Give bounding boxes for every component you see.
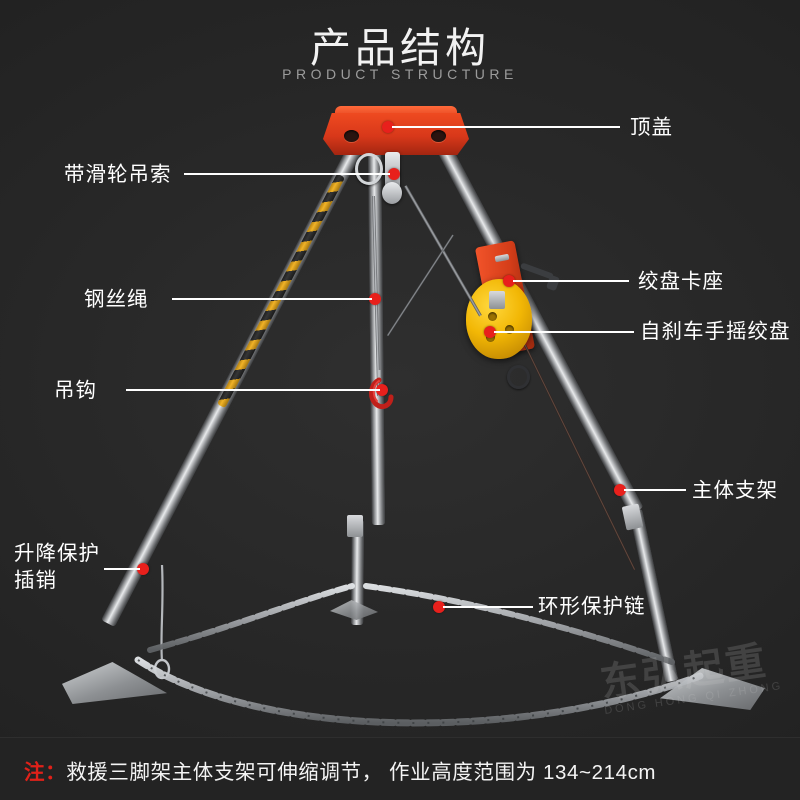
marker-steel-wire-rope [369, 293, 381, 305]
top-cover-hole-left [344, 130, 359, 142]
footnote-text: 救援三脚架主体支架可伸缩调节， 作业高度范围为 134~214cm [66, 761, 657, 784]
winch-bottom-ring [507, 365, 530, 389]
label-pulley-sling: 带滑轮吊索 [64, 163, 172, 186]
label-winch-bracket: 绞盘卡座 [638, 270, 724, 293]
pulley-sheave [382, 182, 402, 204]
winch-gauge [489, 291, 505, 309]
leader-main-frame [624, 489, 686, 491]
label-lifting-protection-line2: 插销 [14, 568, 57, 592]
winch-drum-hole-1 [488, 312, 497, 321]
winch-drum-hole-2 [505, 325, 514, 334]
leader-self-braking-winch [494, 331, 634, 333]
footnote-prefix: 注： [24, 761, 67, 784]
leader-pulley-sling [184, 173, 390, 175]
leader-winch-bracket [513, 280, 629, 282]
leader-steel-wire-rope [172, 298, 372, 300]
footnote-bar: 注：救援三脚架主体支架可伸缩调节， 作业高度范围为 134~214cm [0, 737, 800, 800]
leader-top-cover [392, 126, 620, 128]
leader-ring-protection-chain [443, 606, 533, 608]
page-subtitle: PRODUCT STRUCTURE [282, 66, 518, 82]
top-cover [323, 106, 469, 155]
label-lifting-protection-line1: 升降保护 [14, 542, 100, 565]
marker-lifting-protection-pin [137, 563, 149, 575]
label-ring-protection-chain: 环形保护链 [538, 595, 646, 618]
footnote: 注：救援三脚架主体支架可伸缩调节， 作业高度范围为 134~214cm [24, 755, 656, 785]
label-lifting-protection-pin: 升降保护 插销 [14, 541, 100, 594]
leg-rear-clamp [347, 515, 363, 537]
label-hook: 吊钩 [54, 379, 97, 402]
page-title: 产品结构 [310, 25, 490, 71]
marker-top-cover [382, 121, 394, 133]
sling-ring [355, 153, 383, 185]
marker-self-braking-winch [484, 326, 496, 338]
top-cover-hole-right [431, 130, 446, 142]
leader-lifting-protection-pin [104, 568, 140, 570]
marker-hook [376, 384, 388, 396]
leader-hook [126, 389, 380, 391]
label-self-braking-winch: 自刹车手摇绞盘 [640, 320, 791, 343]
marker-pulley-sling [388, 168, 400, 180]
marker-ring-protection-chain [433, 601, 445, 613]
label-steel-wire-rope: 钢丝绳 [84, 288, 149, 311]
label-main-frame: 主体支架 [692, 479, 778, 502]
label-top-cover: 顶盖 [630, 116, 673, 139]
marker-main-frame [614, 484, 626, 496]
marker-winch-bracket [503, 275, 515, 287]
